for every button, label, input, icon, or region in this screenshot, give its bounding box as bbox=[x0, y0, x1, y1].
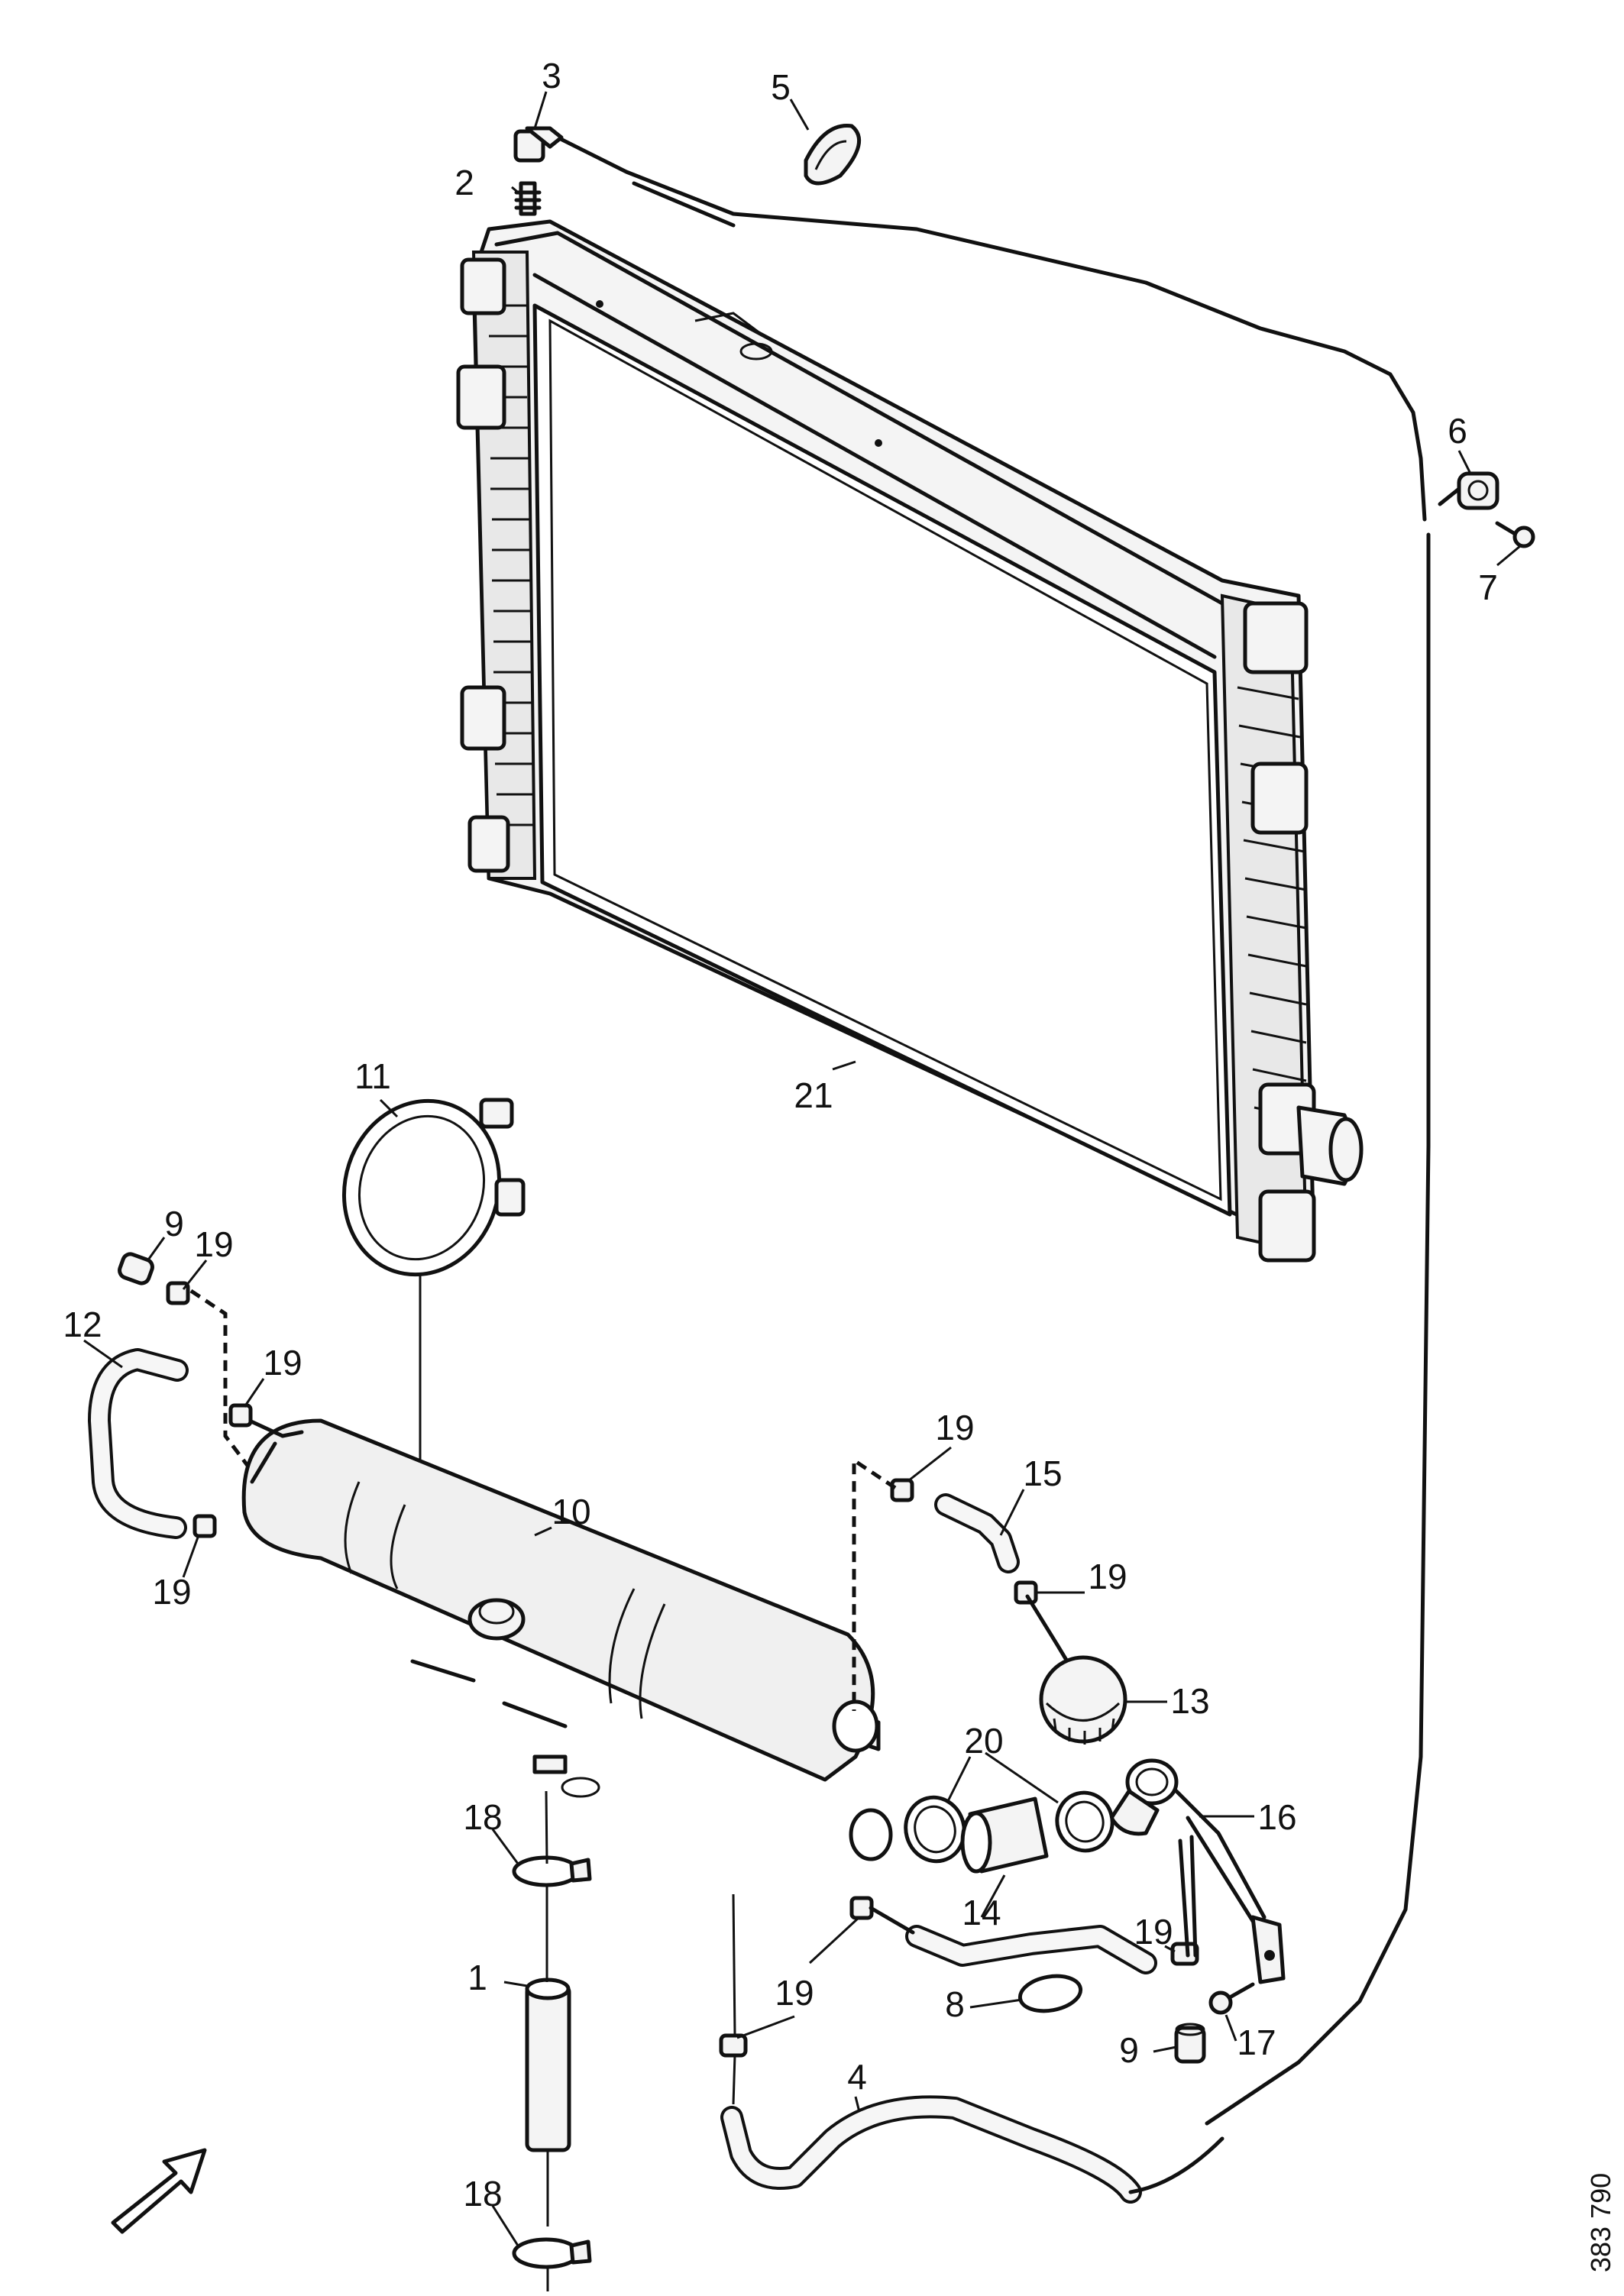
callout-18-upper: 18 bbox=[463, 1797, 502, 1837]
callout-19-c: 19 bbox=[152, 1572, 191, 1612]
callout-16: 16 bbox=[1257, 1797, 1296, 1837]
spring-clip bbox=[1014, 1580, 1038, 1605]
spring-clip bbox=[192, 1514, 217, 1538]
hose-clamp bbox=[904, 1795, 966, 1864]
bracket-clip bbox=[1438, 471, 1499, 510]
callout-10: 10 bbox=[552, 1492, 590, 1531]
callout-9-left: 9 bbox=[164, 1204, 184, 1243]
callout-1: 1 bbox=[467, 1958, 487, 1997]
leader-lines bbox=[83, 91, 1521, 2246]
bleed-screw bbox=[514, 181, 542, 216]
callout-11: 11 bbox=[354, 1056, 391, 1096]
callout-12: 12 bbox=[63, 1305, 102, 1344]
callout-19-e: 19 bbox=[1088, 1557, 1127, 1596]
callout-20: 20 bbox=[964, 1721, 1003, 1761]
callout-2: 2 bbox=[455, 163, 474, 202]
vent-line-right bbox=[852, 1457, 897, 1711]
callout-21: 21 bbox=[794, 1075, 833, 1115]
hose-clamp-upper bbox=[512, 1855, 592, 1887]
callout-19-d: 19 bbox=[935, 1408, 974, 1447]
u-hose bbox=[88, 1348, 189, 1539]
band-clamp bbox=[341, 1098, 526, 1467]
callout-19-a: 19 bbox=[194, 1224, 233, 1264]
nut bbox=[1495, 521, 1535, 548]
vent-line-left bbox=[189, 1289, 250, 1468]
callout-18-lower: 18 bbox=[463, 2174, 502, 2214]
hose-clip bbox=[1017, 1974, 1083, 2013]
callout-14: 14 bbox=[962, 1893, 1001, 1932]
callout-5: 5 bbox=[771, 67, 791, 107]
hose-clip-top bbox=[804, 124, 862, 186]
bottom-hose bbox=[720, 2095, 1224, 2204]
callout-8: 8 bbox=[945, 1984, 965, 2024]
connecting-pipe bbox=[525, 1977, 571, 2152]
callout-15: 15 bbox=[1023, 1454, 1062, 1493]
callout-4: 4 bbox=[847, 2057, 867, 2097]
spring-clip bbox=[719, 2033, 748, 2058]
hose-cap-right bbox=[1174, 2023, 1206, 2064]
hose-clamp bbox=[1055, 1790, 1114, 1853]
filler-neck bbox=[1109, 1758, 1286, 1984]
hose-sleeve bbox=[960, 1796, 1049, 1918]
callout-labels: 3 2 5 6 7 21 11 9 19 12 19 10 19 19 15 1… bbox=[63, 56, 1497, 2214]
spring-clip bbox=[890, 1478, 914, 1502]
radiator bbox=[456, 219, 1364, 1263]
callout-19-g: 19 bbox=[775, 1973, 814, 2013]
callout-19-b: 19 bbox=[263, 1343, 302, 1382]
elbow-connector bbox=[513, 126, 564, 163]
top-bleed-hose bbox=[555, 135, 1431, 2126]
hose-cap-left bbox=[118, 1252, 154, 1285]
hose-clamp-lower bbox=[512, 2237, 592, 2269]
callout-17: 17 bbox=[1237, 2023, 1276, 2062]
callout-3: 3 bbox=[542, 56, 561, 95]
callout-9-right: 9 bbox=[1119, 2030, 1139, 2070]
callout-6: 6 bbox=[1448, 411, 1467, 451]
callout-13: 13 bbox=[1170, 1681, 1209, 1721]
callout-7: 7 bbox=[1478, 568, 1498, 607]
filler-cap bbox=[1039, 1655, 1127, 1745]
left-tank-fins bbox=[489, 304, 535, 826]
lower-right-hose bbox=[905, 1925, 1157, 1974]
spring-clip bbox=[849, 1896, 874, 1920]
spring-clip bbox=[228, 1403, 253, 1428]
expansion-tank bbox=[241, 1418, 881, 1798]
callout-19-f: 19 bbox=[1134, 1912, 1173, 1952]
figure-reference: 383 790 bbox=[1585, 2173, 1616, 2272]
short-hose bbox=[934, 1493, 1020, 1573]
arrow-up-right-icon bbox=[111, 2148, 207, 2234]
bolt bbox=[1208, 1982, 1255, 2015]
